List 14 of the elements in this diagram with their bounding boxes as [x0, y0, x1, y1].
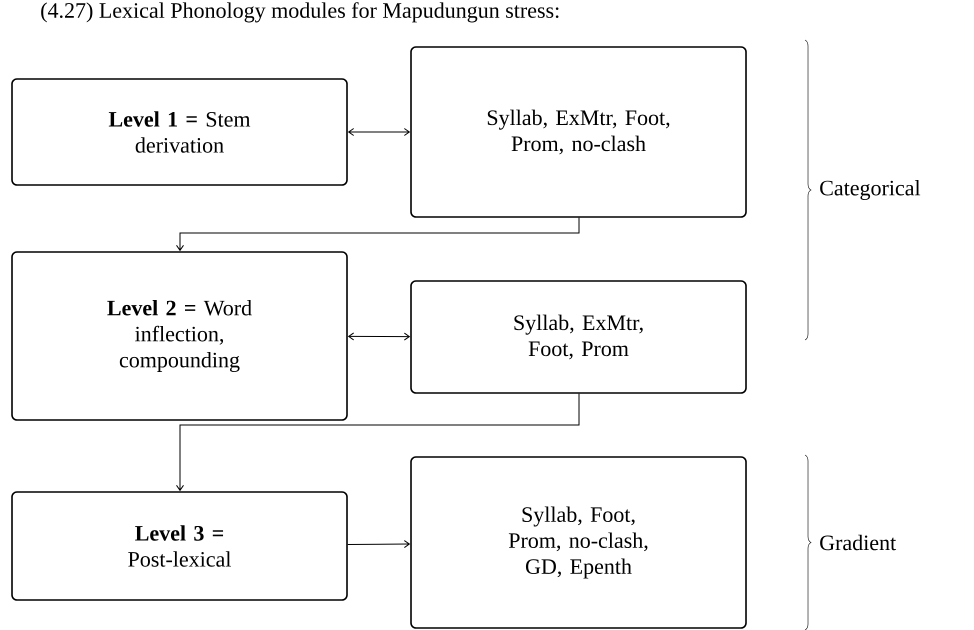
process-box: Syllab, Foot, Prom, no-clash, GD, Epenth — [410, 456, 747, 629]
group-label: Gradient — [820, 534, 896, 550]
process-box: Syllab, ExMtr, Foot, Prom — [410, 280, 747, 394]
arrow — [176, 217, 580, 252]
arrow — [348, 332, 410, 341]
process-box: Level 1 = Stem derivation — [11, 78, 348, 186]
title: (4.27) Lexical Phonology modules for Mapudungun stress: — [41, 2, 558, 22]
arrow — [348, 128, 410, 136]
arrow — [176, 393, 580, 492]
process-box: Level 3 = Post-lexical — [11, 491, 348, 601]
process-box: Level 2 = Word inflection, compounding — [11, 251, 348, 421]
group-label: Categorical — [820, 180, 920, 200]
arrow — [347, 540, 410, 548]
process-box: Syllab, ExMtr, Foot, Prom, no-clash — [410, 46, 747, 218]
